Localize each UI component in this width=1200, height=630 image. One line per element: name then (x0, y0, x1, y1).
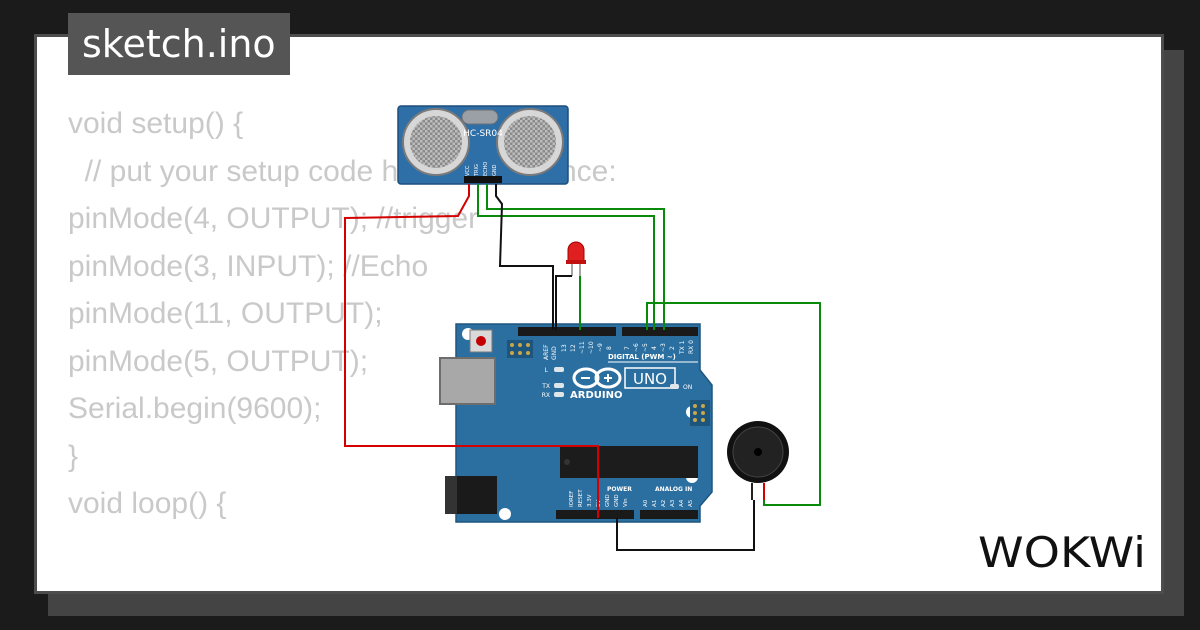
analog-pin-label: A2 (661, 500, 667, 507)
red-led[interactable] (566, 241, 586, 276)
power-pin-label: 3.3V (587, 494, 593, 507)
analog-pin-label: A5 (688, 499, 694, 507)
code-line: Serial.begin(9600); (68, 392, 322, 425)
code-line: void loop() { (68, 487, 227, 520)
digital-pin-label: 4 (651, 346, 658, 350)
led-label: TX (541, 383, 550, 390)
digital-pin-label: ~10 (588, 341, 595, 354)
wire-buzzer (646, 302, 821, 506)
digital-pin-label: ~5 (642, 343, 649, 352)
digital-pin-label: RX 0 (688, 340, 695, 354)
arduino-brand-label: ARDUINO (570, 390, 622, 401)
status-leds: L TX RX (541, 367, 564, 399)
analog-pin-label: A1 (652, 500, 658, 507)
digital-pin-label: ~6 (633, 343, 640, 352)
ultrasonic-transducer-right (496, 108, 564, 176)
sensor-pin-label: TRIG (474, 164, 480, 177)
piezo-buzzer[interactable] (727, 421, 789, 500)
arduino-uno-board[interactable]: AREF GND 13 12 ~11 ~10 ~9 8 7 ~6 ~5 4 ~3… (439, 323, 713, 523)
on-led-label: ON (683, 384, 692, 391)
code-line: pinMode(3, INPUT); //Echo (68, 249, 429, 283)
wokwi-logo-text: WOKWi (978, 528, 1146, 577)
digital-header-left (518, 327, 616, 336)
sensor-pin-label: GND (492, 164, 498, 176)
code-line: void setup() { (68, 107, 244, 140)
wire-buzzer-gnd (616, 500, 755, 551)
digital-pin-label: 13 (561, 344, 568, 352)
code-line: } (68, 439, 79, 473)
ultrasonic-transducer-left (402, 108, 470, 176)
reset-button[interactable] (469, 329, 493, 353)
digital-pin-labels: AREF GND 13 12 ~11 ~10 ~9 8 7 ~6 ~5 4 ~3… (543, 340, 695, 360)
wokwi-logo: WOKWi (978, 528, 1146, 577)
atmega-chip (560, 446, 698, 478)
sensor-model-label: HC-SR04 (463, 129, 503, 139)
digital-pin-label: 7 (624, 346, 631, 350)
wire-echo (486, 184, 665, 330)
arduino-logo-icon (572, 367, 622, 389)
power-pin-label: GND (605, 494, 611, 507)
wire-gnd (495, 184, 554, 330)
led-label: L (545, 367, 549, 374)
file-tab-label: sketch.ino (82, 22, 276, 66)
digital-pin-label: ~3 (660, 343, 667, 352)
digital-pin-label: 8 (606, 346, 613, 350)
digital-header-label: DIGITAL (PWM ~) (608, 353, 676, 361)
wire-vcc (344, 184, 599, 518)
wire-led-gnd (555, 275, 572, 330)
analog-pin-label: A4 (679, 499, 685, 507)
digital-pin-label: ~11 (579, 341, 586, 354)
ultrasonic-sensor[interactable]: HC-SR04 VCC TRIG ECHO GND (397, 105, 569, 185)
on-led (670, 384, 679, 389)
power-pin-label: Vin (623, 498, 629, 507)
analog-header (640, 510, 698, 519)
file-tab[interactable]: sketch.ino (68, 13, 290, 75)
usb-port (439, 357, 496, 405)
wire-trig (477, 184, 655, 330)
digital-pin-label: 12 (570, 344, 577, 352)
power-pin-label: RESET (578, 489, 584, 507)
analog-header-label: ANALOG IN (655, 486, 692, 493)
digital-pin-label: GND (551, 346, 558, 360)
code-preview: void setup() { // put your setup code he… (68, 100, 617, 528)
icsp-header-right (690, 400, 710, 426)
power-header (556, 510, 634, 519)
arduino-model-label: UNO (633, 370, 667, 388)
digital-pin-label: TX 1 (679, 340, 686, 355)
sensor-pin-label: ECHO (483, 162, 489, 176)
power-pin-label: IOREF (569, 491, 575, 507)
digital-pin-label: AREF (543, 344, 550, 360)
power-pin-label: GND (614, 494, 620, 507)
analog-pin-labels: A0 A1 A2 A3 A4 A5 (643, 499, 694, 507)
digital-pin-label: 2 (669, 346, 676, 350)
power-header-label: POWER (607, 486, 632, 493)
icsp-header (507, 340, 533, 358)
power-jack (445, 476, 497, 514)
digital-pin-label: ~9 (597, 343, 604, 352)
digital-header-right (622, 327, 698, 336)
code-line: pinMode(11, OUTPUT); (68, 297, 383, 330)
sensor-pin-label: VCC (465, 165, 471, 176)
wires (344, 184, 821, 551)
analog-pin-label: A3 (670, 499, 676, 507)
led-label: RX (542, 392, 550, 399)
analog-pin-label: A0 (643, 499, 649, 507)
